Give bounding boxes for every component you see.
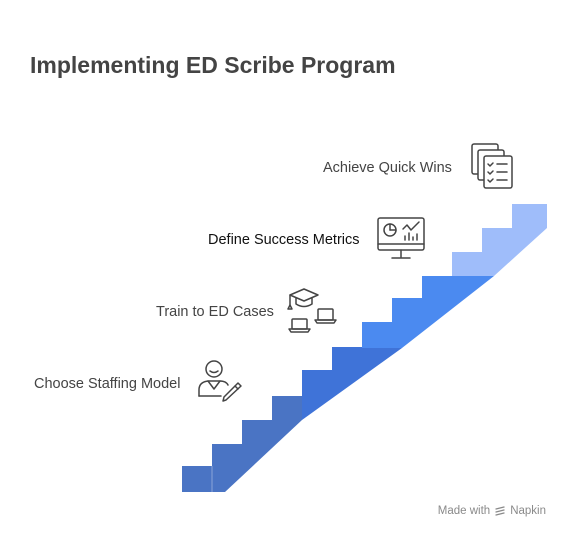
person-pencil-icon bbox=[198, 360, 242, 402]
step-label-achieve-quick-wins: Achieve Quick Wins bbox=[323, 160, 452, 176]
footer-brand: Napkin bbox=[510, 505, 546, 517]
step-label-choose-staffing-model: Choose Staffing Model bbox=[34, 376, 181, 392]
footer-made-with: Made with bbox=[437, 505, 491, 517]
stair-section-3 bbox=[362, 276, 494, 348]
made-with-napkin-footer: Made with Napkin bbox=[438, 505, 546, 517]
step-label-define-success-metrics: Define Success Metrics bbox=[208, 232, 360, 248]
checklist-stack-icon bbox=[471, 143, 513, 189]
stair-section-4 bbox=[452, 204, 547, 276]
step-label-train-to-ed-cases: Train to ED Cases bbox=[156, 304, 274, 320]
page-title: Implementing ED Scribe Program bbox=[30, 52, 396, 78]
dashboard-monitor-icon bbox=[377, 217, 425, 259]
stair-section-2 bbox=[302, 347, 402, 420]
napkin-logo-icon bbox=[495, 506, 505, 516]
stair-section-1 bbox=[182, 396, 302, 492]
graduation-laptop-icon bbox=[287, 288, 337, 333]
